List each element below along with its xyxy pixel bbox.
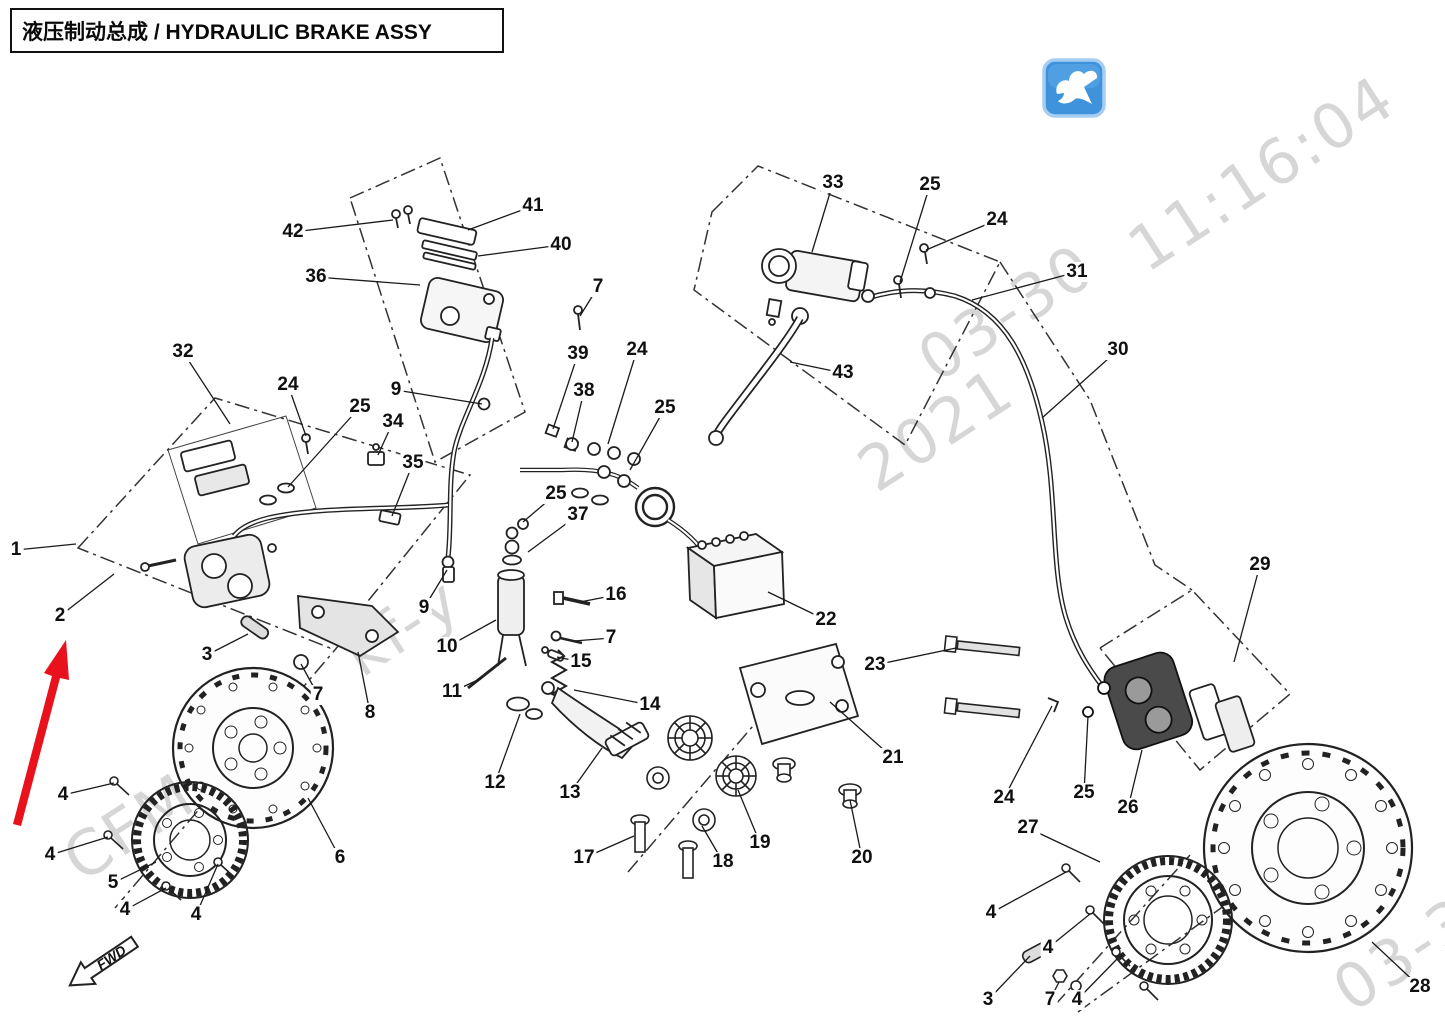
leader-line <box>701 825 724 863</box>
leader-line <box>829 701 894 759</box>
leader-line <box>49 836 109 856</box>
flat-washers <box>646 766 716 832</box>
leader-line <box>522 493 557 523</box>
leader-line <box>789 361 844 374</box>
leader-line <box>206 633 249 656</box>
front-master-cylinder <box>391 205 504 343</box>
leader-line <box>287 384 307 437</box>
leader-line <box>579 286 599 317</box>
leader-line <box>573 689 651 706</box>
leader-line <box>767 591 827 621</box>
brake-hoses <box>232 288 1105 688</box>
leader-line <box>124 887 167 911</box>
leader-line <box>446 619 497 648</box>
leader-line <box>15 543 77 551</box>
leader-line <box>583 835 635 859</box>
leader-line <box>1233 564 1261 663</box>
page-title: 液压制动总成 / HYDRAULIC BRAKE ASSY <box>22 20 432 44</box>
leader-line <box>579 594 617 603</box>
red-arrow <box>13 640 69 826</box>
bird-logo <box>1042 58 1106 123</box>
leader-line <box>391 462 414 517</box>
leader-line <box>377 421 394 456</box>
front-tone-ring <box>131 781 249 899</box>
leader-line <box>423 569 448 609</box>
leader-line <box>287 406 361 488</box>
leader-line <box>629 407 666 471</box>
leader-line <box>1047 913 1091 949</box>
leader-line <box>357 651 371 714</box>
cone-washers <box>667 715 757 797</box>
leader-line <box>62 782 115 796</box>
rear-caliper <box>1047 651 1194 751</box>
pedal-master-cylinder <box>467 569 591 720</box>
leader-line <box>1076 957 1119 1001</box>
abs-unit <box>685 531 785 620</box>
leader-line <box>874 647 957 666</box>
leader-line <box>607 349 638 445</box>
brake-pedal <box>550 686 650 760</box>
leader-line <box>987 955 1031 1001</box>
leader-line <box>1083 715 1089 794</box>
hose-fittings <box>367 397 641 583</box>
leader-line <box>451 677 483 693</box>
leader-line <box>315 276 421 286</box>
mounting-bracket <box>738 642 860 746</box>
leader-line <box>1003 705 1053 799</box>
leader-line <box>1041 349 1119 419</box>
title-box: 液压制动总成 / HYDRAULIC BRAKE ASSY <box>10 8 504 53</box>
leader-line <box>1049 981 1060 1001</box>
leader-line <box>182 351 231 425</box>
right-master-cylinder <box>573 243 936 331</box>
leader-line <box>971 271 1078 301</box>
leader-line <box>571 390 585 443</box>
leader-line <box>556 656 582 663</box>
leader-line <box>573 637 612 642</box>
leader-line <box>494 713 521 784</box>
leader-line <box>925 219 998 251</box>
rear-brake-disc <box>1202 742 1414 954</box>
axle-bolts <box>630 814 698 879</box>
leader-line <box>552 353 579 430</box>
leader-line <box>1371 941 1421 988</box>
front-caliper <box>140 533 277 640</box>
leader-line <box>467 205 534 231</box>
leader-line <box>527 514 579 553</box>
leader-line <box>990 871 1067 914</box>
leader-line <box>737 789 761 844</box>
leader-line <box>112 861 157 884</box>
leader-line <box>811 182 834 253</box>
rear-brake-pads <box>1188 683 1256 753</box>
inner-pad-frame <box>167 415 317 545</box>
bird-logo-icon <box>1042 58 1106 118</box>
leader-line <box>300 663 319 696</box>
leader-line <box>899 184 931 283</box>
leader-line <box>195 863 219 916</box>
leader-line <box>1127 749 1143 809</box>
leader-line <box>395 389 483 405</box>
leader-line <box>307 797 341 859</box>
leader-line <box>59 573 115 617</box>
fwd-arrow: FWD <box>68 935 140 987</box>
caliper-adapter-bracket <box>293 594 400 670</box>
leader-line <box>569 747 603 794</box>
rear-tone-ring <box>1103 855 1233 985</box>
brake-lever <box>708 307 809 446</box>
leader-line <box>1027 827 1101 863</box>
leader-line <box>849 799 863 859</box>
leader-line <box>292 219 394 233</box>
front-brake-pads <box>180 433 311 506</box>
leader-line <box>477 244 562 257</box>
